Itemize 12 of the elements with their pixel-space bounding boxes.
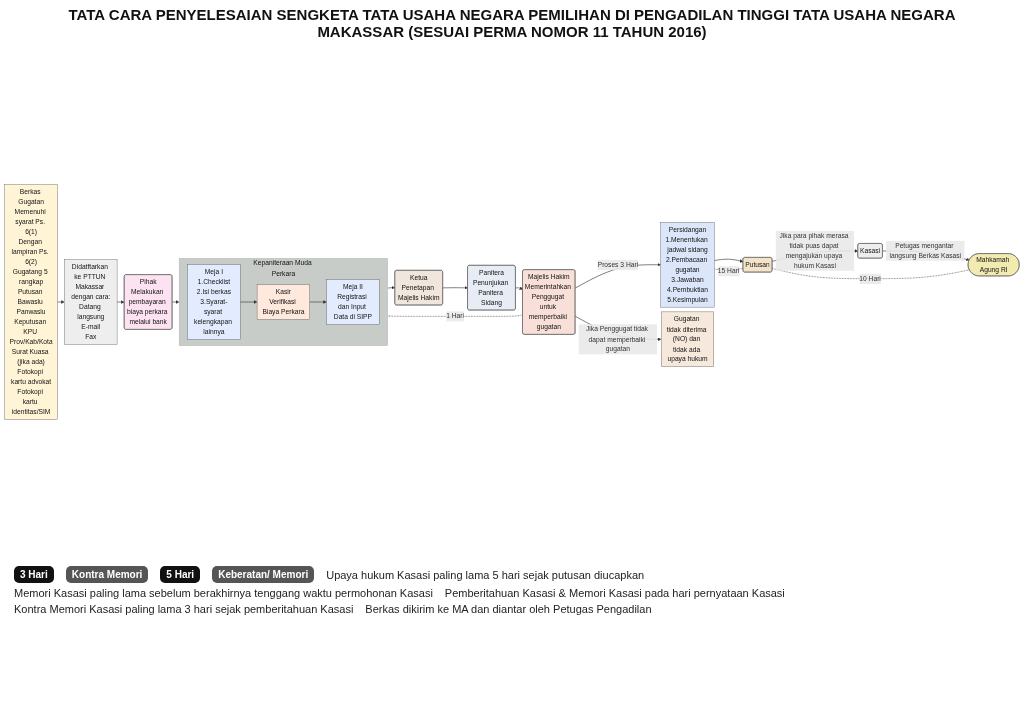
note: Upaya hukum Kasasi paling lama 5 hari sejak putusan diucapkan [326,568,645,581]
note: Kontra Memori Kasasi paling lama 3 hari sejak pemberitahuan Kasasi [14,603,354,615]
connector [772,268,970,279]
document-tag: Kontra Memori [65,566,149,583]
duration-tag: 5 Hari [160,566,201,583]
duration-tag: 3 Hari [14,566,54,583]
note: Berkas dikirim ke MA dan diantar oleh Petugas Pengadilan [365,603,652,615]
title: TATA CARA PENYELESAIAN SENGKETA TATA USAHA NEGARA PEMILIHAN DI PENGADILAN TINGGI TATA USAHA NEGARA MAKASSAR (SESUAI PERMA NOMOR 11 TAHUN 2016) [67,6,957,40]
note: Memori Kasasi paling lama sebelum berakhirnya tenggang waktu permohonan Kasasi [14,587,433,599]
document-tag: Keberatan/ Memori [212,566,315,583]
note: Pemberitahuan Kasasi & Memori Kasasi pada hari pernyataan Kasasi [444,587,785,599]
connector [387,314,523,317]
